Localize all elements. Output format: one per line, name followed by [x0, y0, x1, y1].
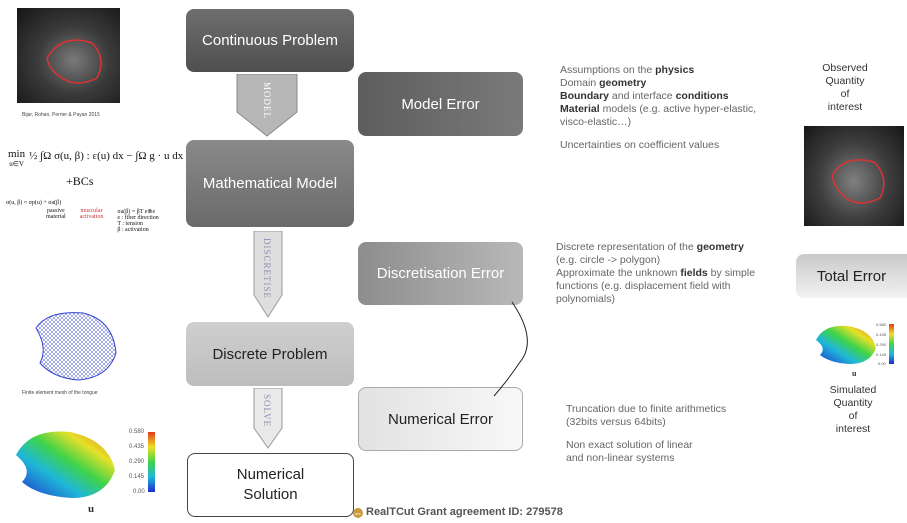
disc-note-line1: Discrete representation of the [556, 241, 697, 253]
u-label-left: u [88, 503, 95, 515]
colorbar-right [889, 324, 894, 364]
colorbar-right-tick-3: 0.145 [876, 352, 887, 357]
num-note-line1: Truncation due to finite arithmetics [566, 403, 727, 415]
passive-label2: material [46, 214, 66, 220]
erc-logo-text: erc [355, 510, 361, 516]
displacement-field-image [10, 420, 130, 500]
displacement-blob-icon [16, 431, 115, 498]
disc-note-line4: functions (e.g. displacement field with [556, 280, 731, 292]
colorbar-tick-4: 0.00 [133, 489, 145, 495]
numerical-error-box: Numerical Error [358, 387, 523, 451]
tongue-contour-icon [46, 39, 102, 84]
model-error-notes: Assumptions on the physics Domain geomet… [560, 64, 790, 152]
colorbar-left [148, 432, 155, 492]
fiber-tension: T : tension [117, 221, 143, 227]
model-note-line4: models (e.g. active hyper-elastic, [599, 103, 757, 115]
mesh-caption: Finite element mesh of the tongue [22, 390, 98, 396]
mri-image-right [804, 126, 904, 226]
fiber-direction: e : fiber direction [117, 215, 159, 221]
disc-note-line3-post: by simple [707, 267, 756, 279]
disc-note-line3: Approximate the unknown [556, 267, 681, 279]
simulated-quantity-label: Simulated Quantity of interest [818, 384, 888, 436]
colorbar-tick-3: 0.145 [129, 474, 145, 480]
observed-line3: of [840, 88, 850, 100]
observed-line2: Quantity [825, 75, 865, 87]
mri-image-top [17, 8, 120, 103]
constitutive-equation: σ(u, β) = σp(u) + σa(β) [6, 200, 62, 206]
disc-note-geometry: geometry [696, 241, 744, 253]
model-note-line3: and interface [609, 90, 676, 102]
colorbar-right-tick-1: 0.435 [876, 332, 887, 337]
discretisation-error-notes: Discrete representation of the geometry … [556, 241, 786, 306]
constitutive-law: σ(u, β) = σp(u) + σa(β) passive material… [6, 200, 186, 233]
num-note-line2: (32bits versus 64bits) [566, 416, 666, 428]
simulated-line1: Simulated [829, 384, 877, 396]
simulated-line3: of [848, 410, 858, 422]
mathematical-model-box: Mathematical Model [186, 140, 354, 227]
error-connector-line [493, 301, 528, 397]
u-label-right: u [852, 369, 857, 378]
activation-label: activation [79, 214, 104, 220]
disc-note-line2: (e.g. circle -> polygon) [556, 254, 661, 266]
simulated-displacement-image [812, 320, 882, 366]
disc-note-line5: polynomials) [556, 293, 615, 305]
solve-arrow-icon [253, 388, 283, 449]
discrete-problem-box: Discrete Problem [186, 322, 354, 386]
num-note-line4: and non-linear systems [566, 452, 675, 464]
formula-bcs: +BCs [66, 174, 94, 188]
tongue-mesh-image [28, 308, 123, 383]
model-note-line6: Uncertainties on coefficient values [560, 139, 720, 151]
model-note-geometry: geometry [599, 77, 647, 89]
erc-logo: erc [353, 508, 363, 518]
colorbar-tick-1: 0.435 [129, 444, 145, 450]
total-error-box: Total Error [796, 254, 907, 298]
model-note-line5: visco-elastic…) [560, 116, 632, 128]
num-note-line3: Non exact solution of linear [566, 439, 693, 451]
tongue-contour-right-icon [831, 159, 885, 204]
formula-sub: u∈V [9, 160, 24, 168]
mri-caption: Bijar, Rohan, Perrier & Payan 2015 [22, 112, 100, 118]
observed-line1: Observed [822, 62, 868, 74]
fiber-law: σa(β) = βT e⊗e [117, 209, 156, 215]
discretisation-error-box: Discretisation Error [358, 242, 523, 305]
model-error-box: Model Error [358, 72, 523, 136]
numerical-solution-line2: Solution [243, 486, 298, 503]
simulated-blob-icon [816, 325, 876, 364]
simulated-line4: interest [835, 423, 871, 435]
muscular-label: muscular [80, 208, 103, 214]
model-note-conditions: conditions [675, 90, 729, 102]
solve-arrow-label: SOLVE [262, 394, 272, 428]
mesh-icon [35, 312, 117, 381]
observed-quantity-label: Observed Quantity of interest [810, 62, 880, 114]
colorbar-right-tick-0: 0.580 [876, 322, 887, 327]
grant-footer-text: RealTCut Grant agreement ID: 279578 [366, 506, 563, 518]
colorbar-right-tick-4: 0.00 [878, 361, 886, 366]
colorbar-right-tick-2: 0.290 [876, 342, 887, 347]
model-note-line1: Assumptions on the [560, 64, 656, 76]
formula-expression: ½ ∫Ω σ(u, β) : ε(u) dx − ∫Ω g · u dx [29, 150, 184, 162]
model-note-material: Material [560, 103, 600, 115]
simulated-line2: Quantity [833, 397, 873, 409]
model-note-line2: Domain [560, 77, 600, 89]
numerical-solution-box: Numerical Solution [187, 453, 354, 517]
numerical-error-notes: Truncation due to finite arithmetics (32… [566, 403, 786, 465]
fiber-activation: β : activation [117, 227, 149, 233]
energy-formula: min u∈V ½ ∫Ω σ(u, β) : ε(u) dx − ∫Ω g · … [8, 148, 188, 189]
continuous-problem-box: Continuous Problem [186, 9, 354, 72]
model-arrow-icon [236, 74, 298, 137]
model-note-boundary: Boundary [560, 90, 610, 102]
disc-note-fields: fields [680, 267, 708, 279]
model-arrow-label: MODEL [262, 82, 272, 119]
formula-min: min [8, 148, 26, 160]
observed-line4: interest [827, 101, 863, 113]
passive-label: passive [46, 208, 65, 214]
discretise-arrow-icon [253, 231, 283, 318]
colorbar-tick-0: 0.580 [129, 429, 145, 435]
model-note-physics: physics [655, 64, 695, 76]
discretise-arrow-label: DISCRETISE [262, 238, 272, 300]
colorbar-tick-2: 0.290 [129, 459, 145, 465]
numerical-solution-line1: Numerical [236, 466, 305, 483]
